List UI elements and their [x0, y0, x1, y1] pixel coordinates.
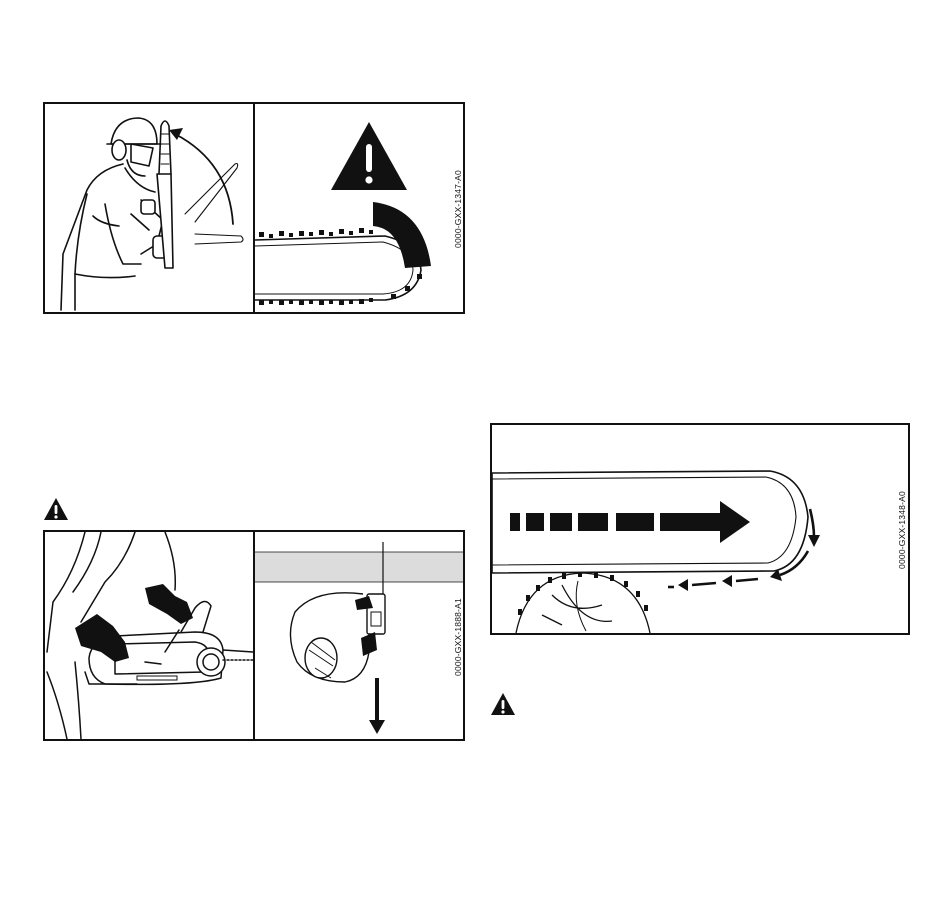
figure-kickback: 0000-GXX-1347-A0 [43, 102, 465, 314]
kickback-zone-illustration [255, 104, 465, 312]
figure-code: 0000-GXX-1347-A0 [453, 159, 463, 259]
operator-cutting-illustration [45, 532, 253, 739]
warning-triangle-icon [331, 122, 407, 190]
warning-triangle-icon [43, 497, 69, 521]
figure-code: 0000-GXX-1888-A1 [453, 587, 463, 687]
operator-kickback-illustration [45, 104, 253, 312]
bar-chain-direction-illustration [492, 425, 908, 633]
figure-chain-direction: 0000-GXX-1348-A0 [490, 423, 910, 635]
pull-down-illustration [255, 532, 465, 739]
figure-code: 0000-GXX-1348-A0 [897, 480, 907, 580]
figure-pull-in: 0000-GXX-1888-A1 [43, 530, 465, 741]
warning-triangle-icon [490, 692, 516, 716]
